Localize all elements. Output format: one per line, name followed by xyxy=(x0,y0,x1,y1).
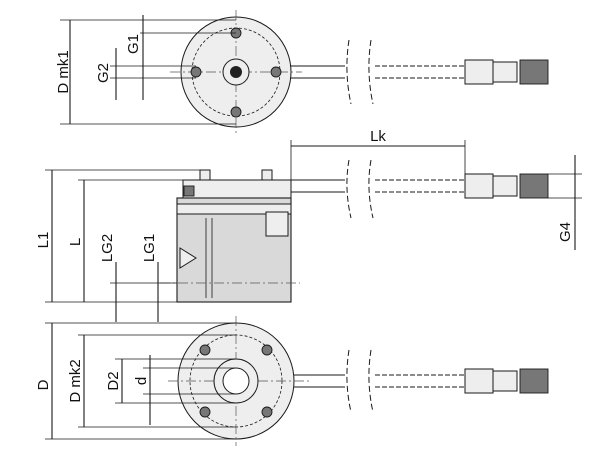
label-d2: D2 xyxy=(105,371,122,390)
side-cap-tab-left xyxy=(199,169,211,181)
side-connector-thread xyxy=(519,173,549,199)
label-g1: G1 xyxy=(125,34,142,54)
top-cable-break-2 xyxy=(368,39,374,105)
side-body-band xyxy=(176,203,292,215)
side-cap-screw-left xyxy=(183,185,195,197)
bottom-screw-3 xyxy=(199,406,211,418)
bottom-connector-sleeve xyxy=(464,368,494,394)
label-lg2: LG2 xyxy=(99,234,116,262)
top-connector-thread xyxy=(519,59,549,85)
side-cable-break-2 xyxy=(368,159,374,219)
top-view-screw-left xyxy=(190,66,202,78)
bottom-connector-thread xyxy=(519,368,549,394)
side-connector-body xyxy=(492,175,518,197)
label-d-mk2: D mk2 xyxy=(67,359,84,402)
label-g4: G4 xyxy=(557,222,574,242)
label-lg1: LG1 xyxy=(141,234,158,262)
bottom-screw-1 xyxy=(199,344,211,356)
top-view: D mk1 G1 G2 xyxy=(55,10,549,134)
top-view-center-bore xyxy=(230,66,242,78)
side-view: Lk G4 L1 L LG2 LG1 xyxy=(35,128,582,322)
side-body-arrow-icon xyxy=(179,247,197,269)
side-connector-sleeve xyxy=(464,173,494,199)
bottom-screw-4 xyxy=(261,406,273,418)
bottom-cable-break-2 xyxy=(368,349,374,413)
side-cap-tab-right xyxy=(261,169,273,181)
top-connector-sleeve xyxy=(464,59,494,85)
top-view-screw-bottom xyxy=(230,106,242,118)
bottom-view: D D mk2 D2 d xyxy=(35,316,549,446)
label-d-small: d xyxy=(133,377,150,385)
label-g2: G2 xyxy=(95,63,112,83)
side-body-window xyxy=(265,211,289,237)
side-cable-break-1 xyxy=(346,159,352,219)
label-d-mk1: D mk1 xyxy=(55,50,72,93)
top-connector-body xyxy=(492,61,518,83)
bottom-view-bore xyxy=(222,367,250,395)
bottom-cable-break-1 xyxy=(346,349,352,413)
top-cable-break-1 xyxy=(346,39,352,105)
label-l1: L1 xyxy=(35,232,52,249)
side-cap xyxy=(182,179,292,199)
bottom-screw-2 xyxy=(261,344,273,356)
bottom-connector-body xyxy=(492,370,518,392)
label-d: D xyxy=(35,379,52,390)
label-lk: Lk xyxy=(370,128,386,145)
label-l: L xyxy=(67,238,84,246)
top-view-screw-right xyxy=(270,66,282,78)
